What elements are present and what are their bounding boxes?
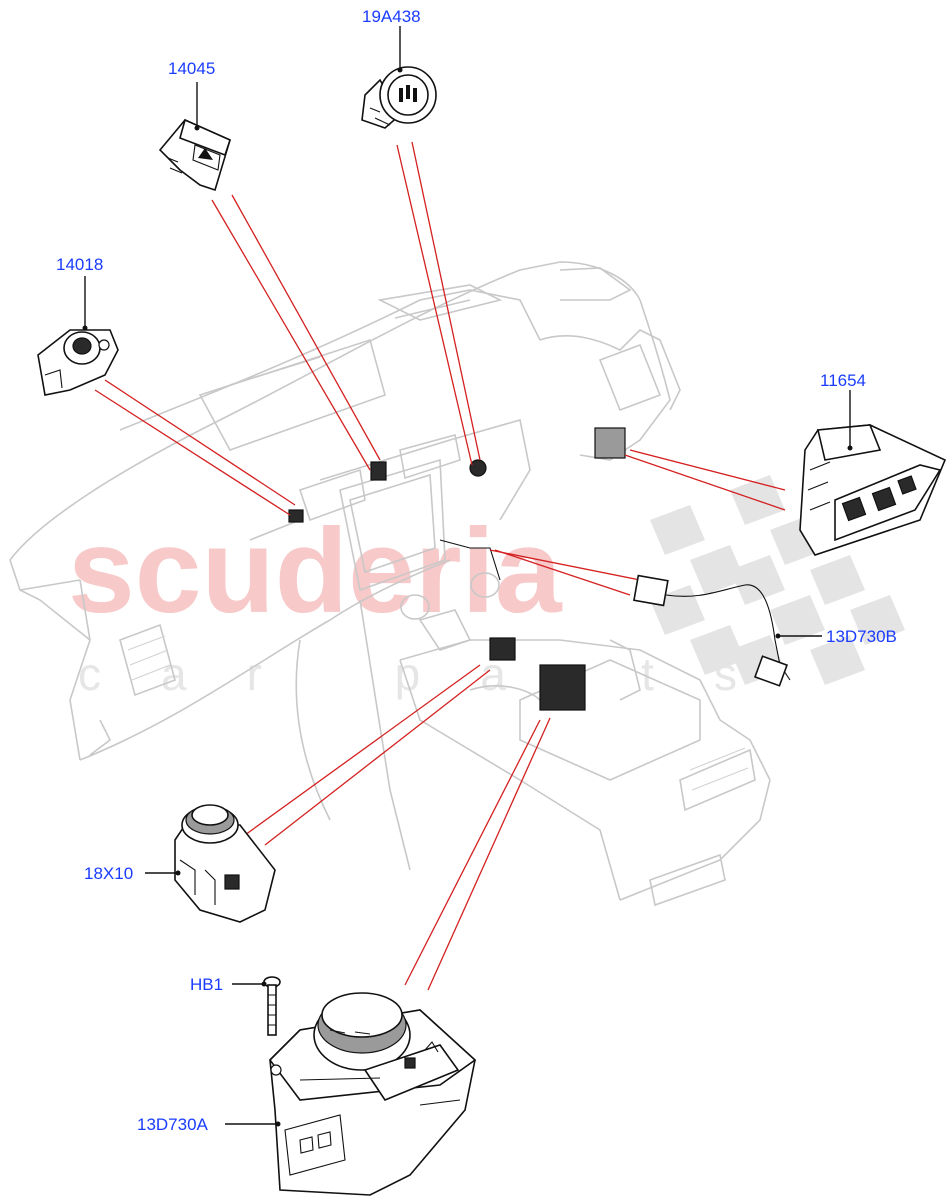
watermark: scuderia car parts [68,475,905,700]
label-19A438[interactable]: 19A438 [362,7,421,26]
part-13D730B-harness[interactable] [633,574,791,687]
part-19A438-usb-socket[interactable] [361,66,437,129]
part-14045-hazard-switch[interactable] [158,118,231,192]
part-14018-rotary-switch[interactable] [37,329,119,396]
dashboard-outline [9,261,771,907]
label-11654[interactable]: 11654 [820,371,866,390]
label-13D730A[interactable]: 13D730A [137,1115,209,1134]
part-HB1-bolt[interactable] [263,976,281,1036]
installed-parts [288,427,626,711]
usb-port-icon [399,85,417,102]
installed-14045 [370,461,387,481]
watermark-tagline: car parts [78,648,797,700]
label-18X10[interactable]: 18X10 [84,864,133,883]
label-13D730B[interactable]: 13D730B [826,627,897,646]
installed-11654 [594,427,626,459]
installed-13D730A [539,664,586,711]
part-11654-switch-pack[interactable] [799,424,947,556]
part-labels: 14045 19A438 14018 11654 13D730B 18X10 H… [56,7,897,1134]
part-13D730A-drive-selector[interactable] [268,992,477,1196]
installed-14018 [288,509,304,523]
label-HB1[interactable]: HB1 [190,975,223,994]
leader-lines [94,141,786,991]
callout-lines [82,26,853,1127]
watermark-brand: scuderia [68,504,563,638]
installed-19A438 [469,459,487,477]
checkered-flag-icon [650,475,905,685]
label-14018[interactable]: 14018 [56,255,103,274]
installed-13D730B-harness [439,539,501,581]
mode-button-icon [404,1057,416,1069]
part-18X10-dial-switch[interactable] [174,804,276,923]
label-14045[interactable]: 14045 [168,59,215,78]
hazard-triangle-icon [198,148,213,160]
installed-18X10 [489,637,516,661]
